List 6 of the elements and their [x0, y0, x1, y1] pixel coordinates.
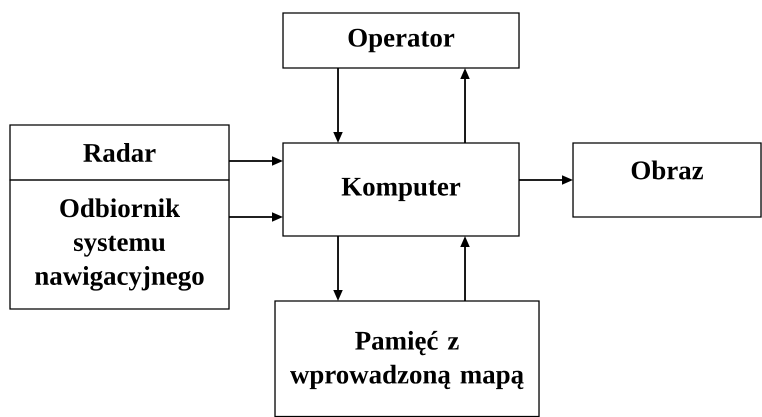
process-box: Odbiornik systemu nawigacyjnego — [9, 179, 230, 310]
process-box: Radar — [9, 124, 230, 181]
process-box: Komputer — [282, 142, 520, 237]
process-box: Pamięć z wprowadzoną mapą — [274, 300, 540, 417]
process-box: Obraz — [572, 142, 762, 218]
process-box: Operator — [282, 12, 520, 69]
